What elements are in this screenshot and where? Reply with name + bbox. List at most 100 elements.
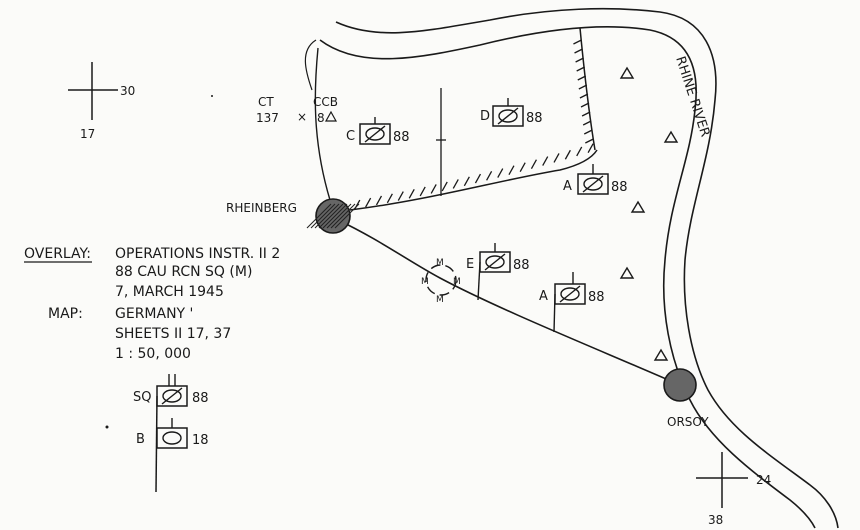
triangle-icon [324,110,338,122]
hatch-tick [386,193,393,204]
checkpoint-m-left: M [421,277,429,287]
hatch-tick [430,184,437,194]
town-rheinberg: RHEINBERG [226,198,360,234]
unit-a-upper: A 88 [563,164,628,195]
label-ct-number: 137 [256,111,279,125]
town-hatch [314,203,340,229]
phase-line-main [349,149,598,211]
hatch-tick [365,197,372,208]
hatch-tick [564,149,571,160]
unit-c-number: 88 [393,130,410,145]
hatch-tick [587,143,594,153]
town-hatch [326,203,352,229]
road-rheinberg-orsoy [337,219,681,386]
hatch-tick [497,168,504,178]
checkpoint-m-top: M [436,258,444,268]
grid-ref-1 [68,62,118,120]
town-label-orsoy: ORSOY [667,415,709,429]
hatch-tick [576,146,583,157]
river-inner-bank [319,26,816,529]
hatch-tick [530,159,538,169]
unit-c: C 88 [346,117,410,145]
hatch-tick [419,186,426,197]
legend-sq-number: 88 [192,391,209,406]
hatch-marks [354,39,594,210]
town-label-rheinberg: RHEINBERG [226,201,297,215]
x-mark: × [297,110,307,124]
map-line2: SHEETS II 17, 37 [115,326,231,342]
hatch-tick [581,111,591,117]
river-outer-bank [335,7,839,529]
unit-a-lower: A 88 [539,272,605,333]
hatch-tick [408,188,415,199]
north-bank-left [304,39,317,91]
unit-a-upper-number: 88 [611,180,628,195]
hatch-tick [580,102,590,108]
hatch-tick [397,191,404,201]
hatch-tick [463,176,470,187]
grid-ref-2-label-b: 38 [708,513,723,527]
grid-ref-2 [696,452,748,508]
hatch-tick [578,84,588,90]
grid-ref-1-label-b: 17 [80,127,95,141]
town-hatch [330,203,356,229]
hatch-tick [582,120,592,126]
overlay-block: OVERLAY: OPERATIONS INSTR. II 2 88 CAU R… [24,246,280,362]
unit-e-number: 88 [513,258,530,273]
hatch-tick [375,195,383,206]
unit-e: E 88 [466,243,530,301]
hatch-tick [486,171,493,181]
dot-mark [211,95,213,97]
map-line1: GERMANY ' [115,306,193,322]
town-hatch [334,203,360,229]
checkpoint-m-bottom: M [436,295,444,305]
label-ccb: CCB [313,95,338,109]
divider-line [436,88,446,196]
triangle-icon [653,348,669,361]
hatch-tick [579,93,589,99]
town-orsoy: ORSOY [663,368,709,429]
hatch-tick [575,57,584,63]
overlay-line3: 7, MARCH 1945 [115,284,224,300]
triangle-icon [619,66,635,79]
hatch-tick [542,156,549,166]
unit-d-letter: D [480,109,490,124]
checkpoint-m-right: M [453,277,461,287]
hatch-tick [577,75,587,81]
town-hatch [306,203,332,229]
unit-a-lower-letter: A [539,289,548,304]
map-line3: 1 : 50, 000 [115,346,191,362]
overlay-line1: OPERATIONS INSTR. II 2 [115,246,280,262]
hatch-tick [452,179,459,189]
hatch-tick [573,39,582,45]
unit-a-upper-letter: A [563,179,572,194]
unit-d: D 88 [480,98,543,127]
grid-ref-2-label-a: 24 [756,473,771,487]
triangle-icon [619,266,635,279]
checkpoint: M M M M [421,258,461,305]
hatch-tick [519,162,526,173]
overlay-heading: OVERLAY: [24,246,91,262]
label-ccb-number: 8 [317,111,325,125]
boundary-west [314,47,331,201]
hatch-tick [576,66,585,72]
rhine-river [319,7,839,529]
town-hatch [310,203,336,229]
hatch-tick [508,165,515,175]
hatch-tick [585,138,594,144]
hatch-tick [553,153,560,163]
triangle-icon [663,130,679,143]
legend: SQ 88 B 18 [133,374,209,493]
grid-ref-1-label-a: 30 [120,84,135,98]
dot-mark [105,425,109,429]
hatch-tick [441,181,448,192]
town-hatch [322,203,348,229]
overlay-line2: 88 CAU RCN SQ (M) [115,264,252,280]
phase-line [349,27,598,211]
legend-b-number: 18 [192,433,209,448]
unit-c-letter: C [346,129,355,144]
legend-sq-label: SQ [133,390,151,405]
hatch-tick [583,129,593,135]
